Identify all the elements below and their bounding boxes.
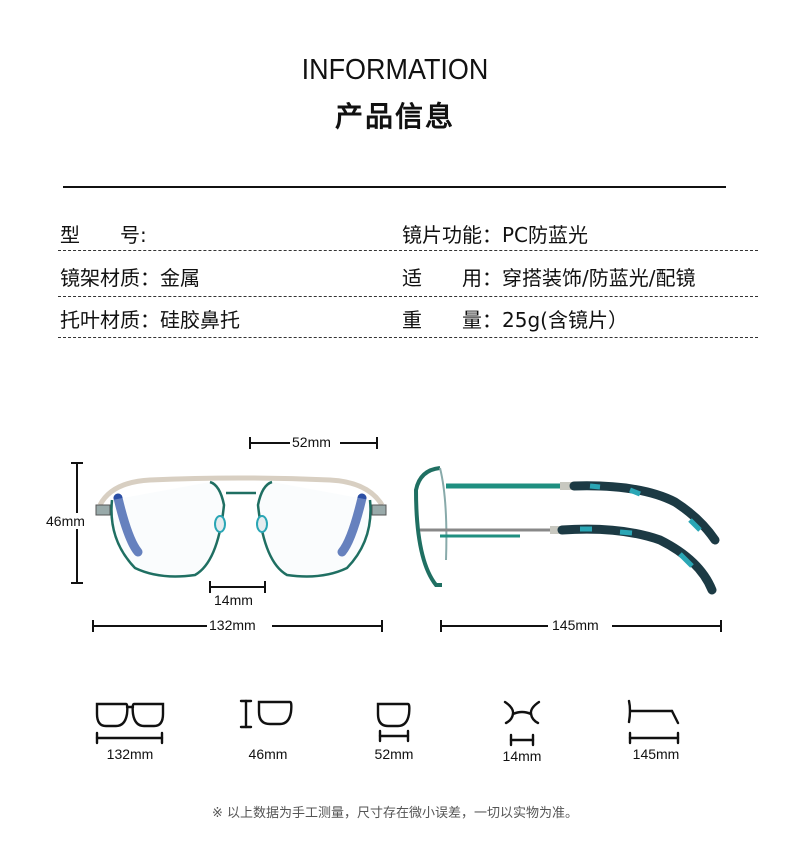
spec-table: 型 号: 镜片功能： PC防蓝光 镜架材质： 金属 适 用： 穿搭装饰/防蓝光/… (58, 210, 758, 338)
bridge-width-icon (503, 700, 541, 747)
spec-label-lens-function: 镜片功能： (402, 223, 502, 247)
title-chinese: 产品信息 (334, 100, 455, 133)
spec-label-frame-material: 镜架材质： (60, 266, 160, 290)
dim-frame-width: 132mm (207, 617, 258, 633)
spec-label-usage: 适 用： (402, 266, 502, 290)
dashed-divider (58, 250, 758, 251)
dim-lens-width: 52mm (290, 434, 333, 450)
dim-temple-length: 145mm (550, 617, 601, 633)
spec-value-nosepad-material: 硅胶鼻托 (160, 308, 240, 332)
spec-label-model: 型 号: (60, 223, 147, 247)
spec-value-usage: 穿搭装饰/防蓝光/配镜 (502, 266, 696, 290)
spec-label-nosepad-material: 托叶材质： (60, 308, 160, 332)
dashed-divider (58, 337, 758, 338)
lens-width-icon (376, 702, 411, 743)
spec-value-frame-material: 金属 (160, 266, 200, 290)
measurement-disclaimer: ※ 以上数据为手工测量，尺寸存在微小误差，一切以实物为准。 (211, 806, 579, 821)
icon-label-frame-width: 132mm (106, 746, 154, 762)
divider (63, 186, 726, 188)
lens-height-icon (239, 699, 293, 729)
title-english: INFORMATION (301, 54, 489, 86)
dashed-divider (58, 296, 758, 297)
spec-row: 镜架材质： 金属 适 用： 穿搭装饰/防蓝光/配镜 (58, 251, 758, 296)
icon-label-bridge: 14mm (502, 748, 542, 764)
icon-label-lens-height: 46mm (248, 746, 288, 762)
glasses-front-view (71, 437, 387, 632)
dim-lens-height: 46mm (46, 513, 85, 529)
spec-value-weight: 25g(含镜片） (502, 308, 628, 332)
frame-width-icon (95, 702, 165, 745)
temple-length-icon (627, 699, 680, 745)
spec-row: 型 号: 镜片功能： PC防蓝光 (58, 210, 758, 250)
dim-bridge: 14mm (212, 592, 255, 608)
spec-row: 托叶材质： 硅胶鼻托 重 量： 25g(含镜片） (58, 297, 758, 337)
spec-label-weight: 重 量： (402, 308, 502, 332)
glasses-side-view (413, 466, 722, 632)
spec-value-lens-function: PC防蓝光 (502, 223, 589, 247)
icon-label-temple-length: 145mm (632, 746, 680, 762)
icon-label-lens-width: 52mm (374, 746, 414, 762)
